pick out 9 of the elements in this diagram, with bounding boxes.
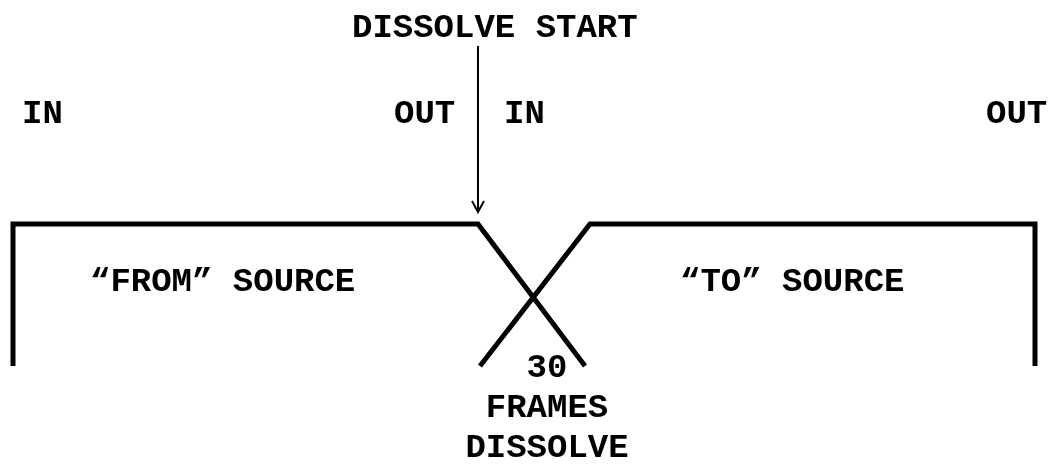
arrow [471, 45, 485, 213]
heading-text: DISSOLVE START [352, 8, 638, 48]
in-label: IN [22, 94, 63, 134]
source-label: “FROM” SOURCE [90, 262, 356, 302]
out-label: OUT [394, 94, 456, 134]
source-label: “TO” SOURCE [680, 262, 905, 302]
out-label: OUT [986, 94, 1048, 134]
duration-label: 30 FRAMES DISSOLVE [464, 348, 630, 468]
in-label: IN [504, 94, 545, 134]
